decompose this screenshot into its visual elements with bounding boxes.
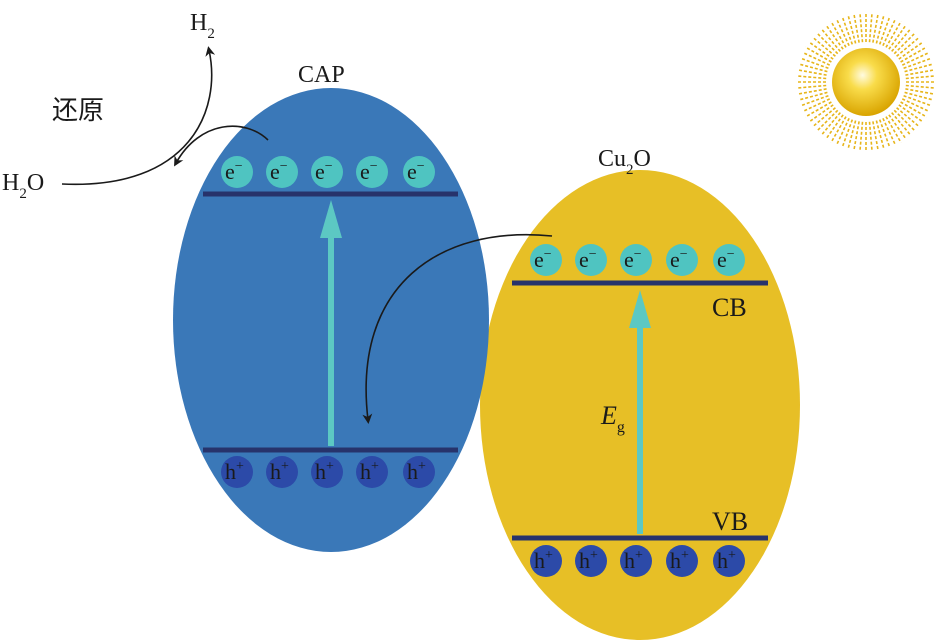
cu2o-excitation-arrow — [629, 290, 651, 534]
electron-transfer-arrow — [362, 234, 553, 424]
hole: h+ — [311, 456, 343, 488]
svg-text:e−: e− — [407, 159, 425, 184]
svg-text:h+: h+ — [717, 548, 736, 573]
vb-label: VB — [712, 507, 748, 536]
electron: e− — [666, 244, 698, 276]
svg-text:e−: e− — [717, 247, 735, 272]
svg-text:h+: h+ — [315, 459, 334, 484]
svg-text:h+: h+ — [534, 548, 553, 573]
svg-text:e−: e− — [270, 159, 288, 184]
cap-label: CAP — [298, 62, 345, 88]
cap-hole-row: h+ h+ h+ h+ h+ — [221, 456, 435, 488]
bandgap-label: Eg — [600, 401, 625, 436]
hole: h+ — [530, 545, 562, 577]
svg-text:e−: e− — [624, 247, 642, 272]
svg-text:e−: e− — [534, 247, 552, 272]
hole: h+ — [356, 456, 388, 488]
svg-text:h+: h+ — [270, 459, 289, 484]
electron-to-water-arrow — [174, 125, 269, 167]
electron: e− — [620, 244, 652, 276]
electron: e− — [311, 156, 343, 188]
cu2o-electron-row: e− e− e− e− e− — [530, 244, 745, 276]
hole: h+ — [221, 456, 253, 488]
h2o-label: H2O — [2, 170, 44, 202]
electron: e− — [403, 156, 435, 188]
electron: e− — [575, 244, 607, 276]
sun-icon — [796, 12, 936, 152]
hole: h+ — [403, 456, 435, 488]
svg-text:e−: e− — [360, 159, 378, 184]
water-to-hydrogen-arrow — [61, 46, 216, 185]
hole: h+ — [266, 456, 298, 488]
svg-text:h+: h+ — [360, 459, 379, 484]
cap-electron-row: e− e− e− e− e− — [221, 156, 435, 188]
electron: e− — [221, 156, 253, 188]
hole: h+ — [666, 545, 698, 577]
electron: e− — [356, 156, 388, 188]
svg-text:e−: e− — [315, 159, 333, 184]
cap-excitation-arrow — [320, 200, 342, 446]
electron: e− — [713, 244, 745, 276]
electron: e− — [530, 244, 562, 276]
svg-text:e−: e− — [670, 247, 688, 272]
hole: h+ — [713, 545, 745, 577]
cu2o-label: Cu2O — [598, 146, 651, 178]
cb-label: CB — [712, 293, 747, 322]
svg-text:h+: h+ — [624, 548, 643, 573]
svg-text:h+: h+ — [407, 459, 426, 484]
svg-text:h+: h+ — [225, 459, 244, 484]
hole: h+ — [575, 545, 607, 577]
h2-label: H2 — [190, 10, 215, 42]
svg-text:h+: h+ — [670, 548, 689, 573]
reduction-label: 还原 — [52, 96, 104, 126]
cu2o-hole-row: h+ h+ h+ h+ h+ — [530, 545, 745, 577]
hole: h+ — [620, 545, 652, 577]
svg-text:e−: e− — [579, 247, 597, 272]
svg-text:h+: h+ — [579, 548, 598, 573]
svg-text:e−: e− — [225, 159, 243, 184]
electron: e− — [266, 156, 298, 188]
